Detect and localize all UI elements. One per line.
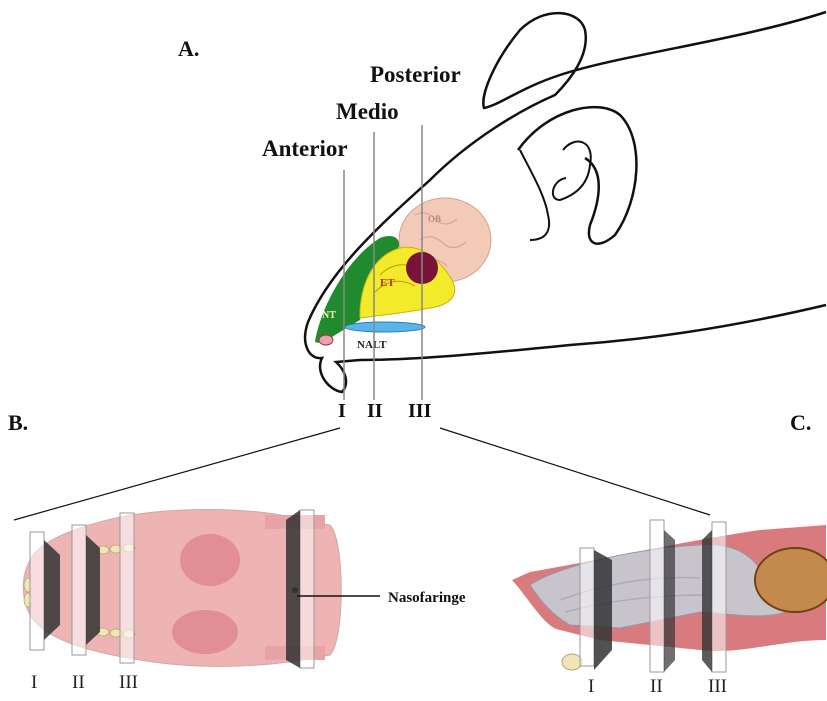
section-mark-b-3: III [119,672,138,694]
label-et: ET [380,277,395,289]
section-mark-a-2: II [367,400,383,423]
section-plane-c-2 [650,520,664,672]
section-mark-c-1: I [588,676,594,698]
panel-b-palate-view [23,510,341,668]
section-plane-b-2 [72,525,86,655]
brain-bulb [755,548,827,612]
section-mark-a-3: III [408,400,431,423]
ear-fold [553,142,591,200]
section-mark-a-1: I [338,400,346,423]
head-outline [305,12,826,392]
section-plane-b-3 [120,513,134,663]
section-plane-b-1 [30,532,44,650]
section-mark-c-2: II [650,676,663,698]
callout-label: Nasofaringe [388,590,466,606]
label-nalt: NALT [357,339,387,351]
connector-line-b [14,428,340,520]
section-mark-c-3: III [708,676,727,698]
panel-c-sagittal-view [512,520,827,672]
label-nt: NT [322,310,336,321]
nalt-shape [345,322,425,332]
section-mark-b-2: II [72,672,85,694]
ear-base [520,150,549,240]
ear-inner [518,107,636,244]
label-ob: OB [428,214,441,224]
section-plane-c-1 [580,548,594,666]
section-plane-c-3 [712,522,726,672]
connector-line-c [440,428,710,515]
section-mark-b-1: I [31,672,37,694]
